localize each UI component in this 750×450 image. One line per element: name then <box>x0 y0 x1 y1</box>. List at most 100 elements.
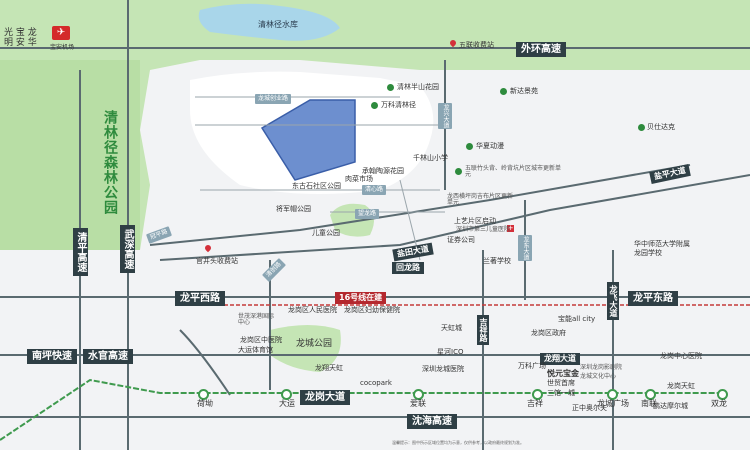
forest-park-label: 清林径森林公园 <box>102 110 118 215</box>
place-longxi-area: 龙西横坪岗吉布片区更新单元 <box>447 193 514 206</box>
road-jixiang: 吉祥路 <box>477 315 489 345</box>
metro-station-icon <box>607 389 618 400</box>
road-waihuan: 外环高速 <box>516 42 566 57</box>
station-shuanglong: 双龙 <box>711 399 727 408</box>
pill-longxing: 龙兴大道 <box>438 103 452 129</box>
southwest-road <box>179 329 231 396</box>
place-lg-people: 龙岗区人民医院 <box>288 306 337 314</box>
place-tcm: 龙岗区中医院 <box>240 336 282 344</box>
place-zhengzhong: 正中奥尔夫 <box>572 404 607 412</box>
place-qinglin-garden: 清林半山花园 <box>397 83 439 91</box>
place-shenzhen-third: 深圳市第三儿童医院 <box>456 226 511 233</box>
road-nanping: 南坪快速 <box>27 349 77 364</box>
place-xueguo: 龙翔天虹 <box>315 364 343 372</box>
metro-line-3 <box>0 378 720 441</box>
station-jixiang: 吉祥 <box>527 399 543 408</box>
road-longgang: 龙岗大道 <box>300 390 350 405</box>
metro-station-icon <box>717 389 728 400</box>
poi-icon <box>455 168 462 175</box>
poi-icon <box>500 88 507 95</box>
road-yanhai: 沈海高速 <box>407 414 457 429</box>
station-heao: 荷坳 <box>197 399 213 408</box>
metro-station-icon <box>532 389 543 400</box>
green-area-north <box>0 0 750 250</box>
place-longgang-cultural: 深圳龙岗影剧院 <box>580 364 623 371</box>
pill-wanglong: 望龙路 <box>355 209 380 219</box>
airport-label: 宝安机场 <box>50 44 75 51</box>
place-longgang-gov: 龙岗区政府 <box>531 329 566 337</box>
place-wulian-toll: 五联收费站 <box>459 41 494 49</box>
place-dayun: 大运体育馆 <box>238 346 273 354</box>
place-xinwenhua: 星河ICO <box>437 348 464 356</box>
metro-station-icon <box>281 389 292 400</box>
pill-qingxin: 清心路 <box>362 185 387 195</box>
reservoir-water <box>198 3 340 41</box>
place-longgang-center: 龙岗中心医院 <box>660 352 702 360</box>
footer-note: 温馨提示：图中所示区域位置均为示意，仅供参考，以政府最终规划为准。 <box>392 440 524 445</box>
place-xinyuan: 新达景苑 <box>510 87 538 95</box>
place-shenzhen-hospital: 深圳龙城医院 <box>422 365 464 373</box>
place-shiyun: 世茂深港国际中心 <box>238 313 275 326</box>
poi-icon <box>387 84 394 91</box>
yantian-road <box>159 174 750 261</box>
airplane-icon: ✈ <box>52 26 70 40</box>
place-cultural-center: 龙城文化中心 <box>580 373 617 380</box>
station-ailian: 爱联 <box>410 399 426 408</box>
place-cocopark: cocopark <box>360 379 392 387</box>
place-tianhong: 龙岗天虹 <box>667 382 695 390</box>
road-shuiguan: 水官高速 <box>83 349 133 364</box>
poi-icon <box>371 102 378 109</box>
metro-station-icon <box>413 389 424 400</box>
metro-station-icon <box>198 389 209 400</box>
place-zhenquan: 证券公司 <box>447 236 475 244</box>
place-baoneng: 宝能all city <box>558 315 596 323</box>
place-ertong: 儿童公园 <box>312 229 340 237</box>
place-huaxia: 华夏动漫 <box>476 142 504 150</box>
road-longfei: 龙飞大道 <box>607 282 619 320</box>
place-beida: 贝仕达克 <box>647 123 675 131</box>
station-nanlian: 南联 <box>641 399 657 408</box>
road-longping-east: 龙平东路 <box>628 291 678 306</box>
station-longcheng-sq: 龙城广场 <box>597 399 629 408</box>
place-wanke: 万科清林径 <box>381 101 416 109</box>
yanping-road <box>149 164 691 246</box>
reservoir-label: 清林径水库 <box>258 20 298 29</box>
hospital-icon: + <box>507 224 514 232</box>
forest-park-area <box>0 60 140 250</box>
longcheng-park-area <box>270 325 341 372</box>
brand-line-1: 光 宝 龙 <box>4 28 37 38</box>
poi-icon <box>638 124 645 131</box>
place-shangyi: 上艺片区启动 <box>454 217 496 225</box>
road-huilong: 回龙路 <box>392 262 424 274</box>
place-longcheng-park: 龙城公园 <box>296 339 333 349</box>
place-yuanbao: 悦元宝金 <box>547 369 579 378</box>
place-sanhe: 三馆一城 <box>547 389 575 397</box>
place-chengyu: 承翰陶源花园 <box>362 167 404 175</box>
place-guanjing-toll: 官井头收费站 <box>196 257 238 265</box>
place-huazhong: 华中师范大学附属龙园学校 <box>634 240 690 257</box>
road-qingping: 清平高速 <box>73 228 88 276</box>
road-wushen: 武深高速 <box>120 225 135 273</box>
place-shijie: 世贸首席 <box>547 379 575 387</box>
place-lg-maternal: 龙岗区妇幼保健院 <box>344 306 400 314</box>
pill-longdong: 龙东大道 <box>518 235 532 261</box>
brand-logo: 光 宝 龙 明 安 华 <box>4 28 37 48</box>
place-lanzhu: 兰著学校 <box>483 257 511 265</box>
road-longping-west: 龙平西路 <box>175 291 225 306</box>
pill-longcheng-chuangye: 龙城创业路 <box>255 94 292 104</box>
metro-station-icon <box>645 389 656 400</box>
station-dayun: 大运 <box>279 399 295 408</box>
brand-line-2: 明 安 华 <box>4 38 37 48</box>
place-qianlin-school: 千林山小学 <box>413 154 448 162</box>
project-zone <box>260 99 356 181</box>
poi-icon <box>466 143 473 150</box>
place-tianhong-city: 天虹城 <box>441 324 462 332</box>
place-dongguxi-park: 东古石社区公园 <box>292 182 341 190</box>
place-rouzhe: 肉菜市场 <box>345 175 373 183</box>
place-wulian-village: 五联竹头背、岭背坑片区城市更新单元 <box>465 165 562 178</box>
place-jiangjunmao: 将军帽公园 <box>276 205 311 213</box>
place-wanke-plaza: 万科广场 <box>518 362 546 370</box>
road-longxiang: 龙翔大道 <box>540 353 580 365</box>
road-line16: 16号线在建 <box>335 292 387 304</box>
